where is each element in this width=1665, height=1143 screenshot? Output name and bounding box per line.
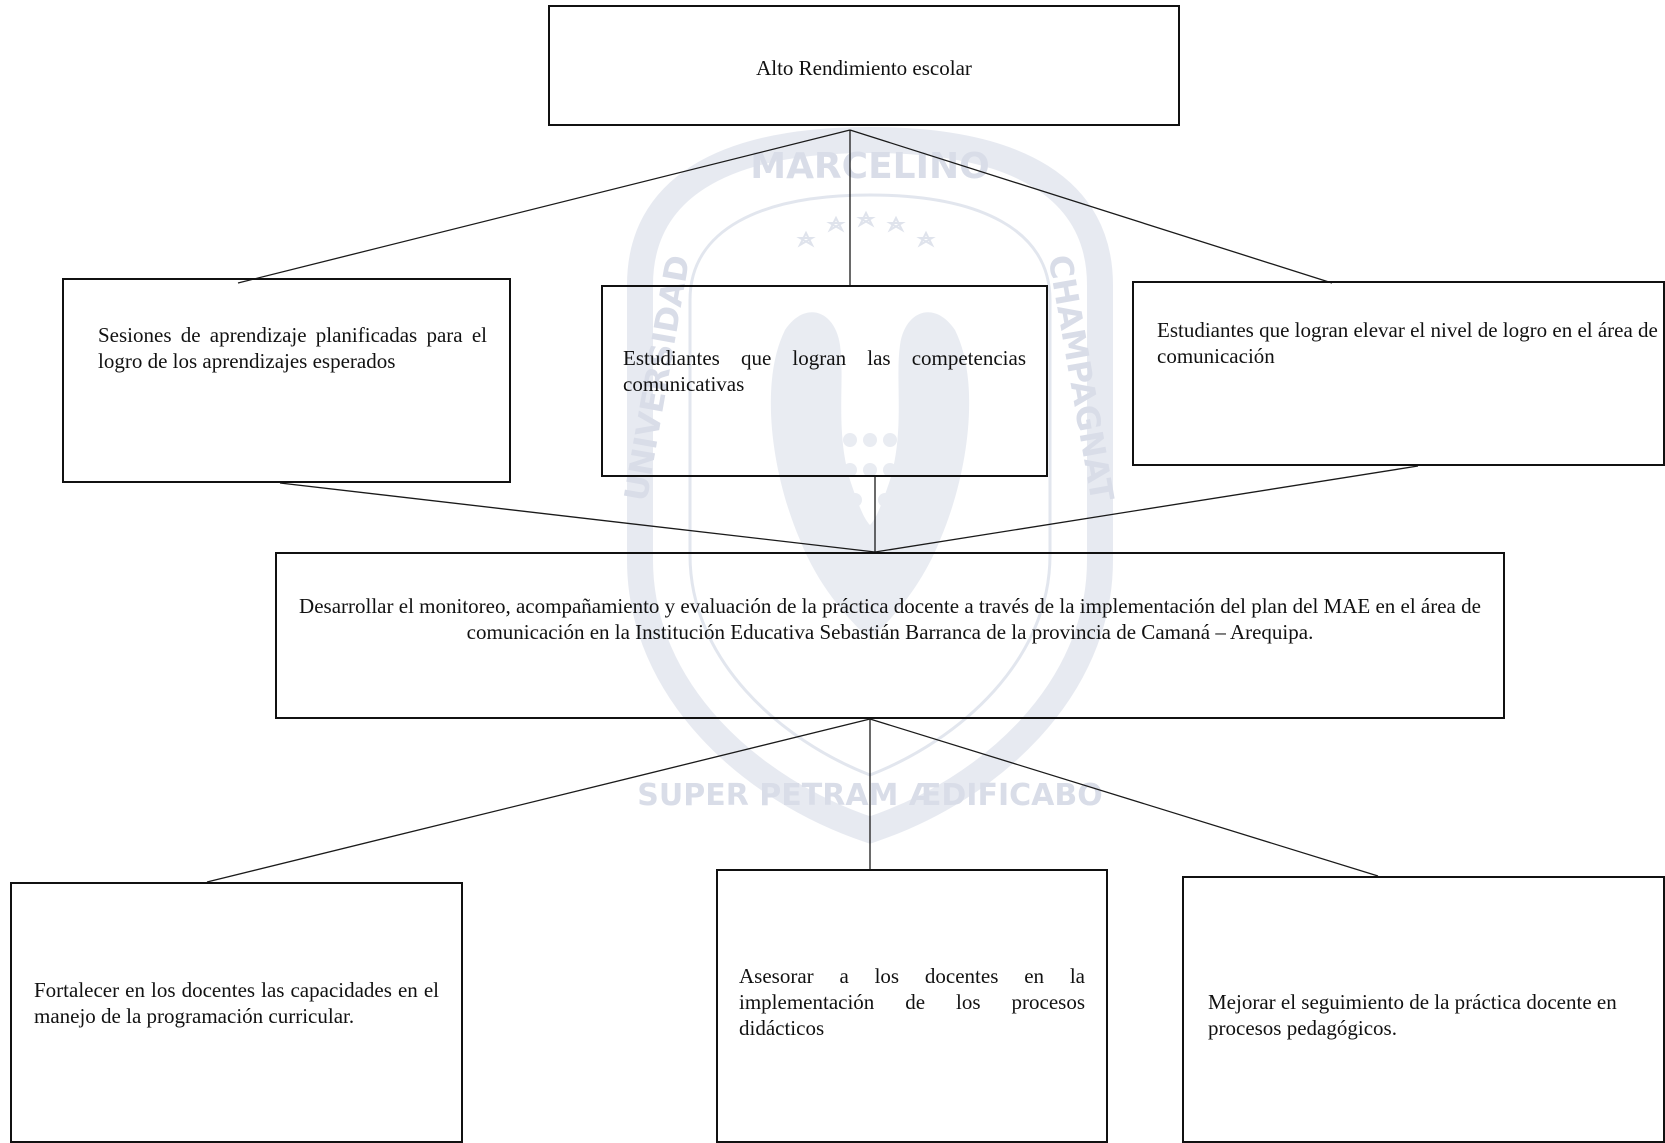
watermark-text-top: MARCELINO — [750, 146, 989, 187]
connector-center-bottom1 — [206, 718, 871, 883]
connector-top-left3 — [849, 129, 1333, 284]
specific-objective-text-1: Fortalecer en los docentes las capacidad… — [34, 978, 439, 1028]
specific-objective-box-2: Asesorar a los docentes en la implementa… — [716, 869, 1108, 1143]
result-box-3: Estudiantes que logran elevar el nivel d… — [1132, 281, 1665, 466]
connector-top-left1 — [237, 129, 851, 284]
connector-left1-center — [279, 482, 876, 553]
specific-objective-text-2: Asesorar a los docentes en la implementa… — [739, 964, 1085, 1040]
result-text-2: Estudiantes que logran las competencias … — [623, 346, 1026, 396]
central-objective-box: Desarrollar el monitoreo, acompañamiento… — [275, 552, 1505, 719]
connector-center-bottom3 — [869, 718, 1379, 877]
specific-objective-text-3: Mejorar el seguimiento de la práctica do… — [1208, 990, 1617, 1040]
goal-box-top: Alto Rendimiento escolar — [548, 5, 1180, 126]
connector-left3-center — [874, 465, 1419, 553]
central-objective-text: Desarrollar el monitoreo, acompañamiento… — [299, 594, 1481, 644]
result-text-3: Estudiantes que logran elevar el nivel d… — [1157, 318, 1658, 368]
specific-objective-box-3: Mejorar el seguimiento de la práctica do… — [1182, 876, 1665, 1143]
result-text-1: Sesiones de aprendizaje planificadas par… — [98, 323, 487, 373]
specific-objective-box-1: Fortalecer en los docentes las capacidad… — [10, 882, 463, 1143]
goal-text: Alto Rendimiento escolar — [756, 56, 972, 80]
result-box-2: Estudiantes que logran las competencias … — [601, 285, 1048, 477]
result-box-1: Sesiones de aprendizaje planificadas par… — [62, 278, 511, 483]
